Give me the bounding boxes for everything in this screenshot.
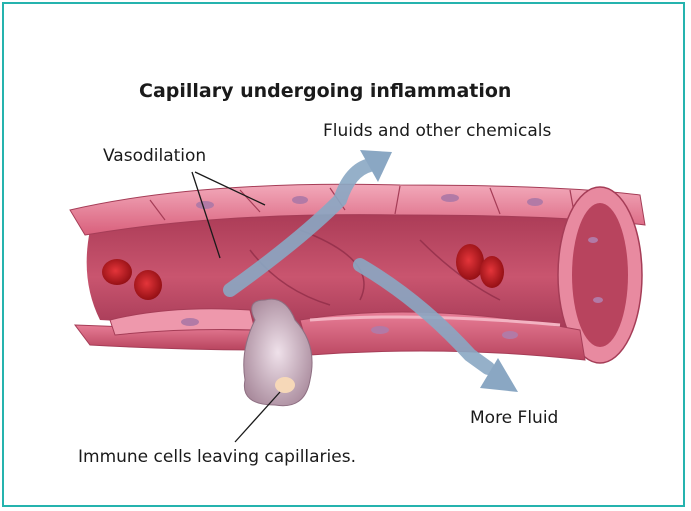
label-fluids-and-chemicals: Fluids and other chemicals: [323, 121, 551, 141]
label-vasodilation: Vasodilation: [103, 146, 206, 166]
label-immune-cells: Immune cells leaving capillaries.: [78, 447, 356, 467]
red-blood-cell-icon: [456, 244, 484, 280]
label-more-fluid: More Fluid: [470, 408, 558, 428]
red-blood-cell-icon: [480, 256, 504, 288]
red-blood-cell-icon: [134, 270, 162, 300]
red-blood-cell-icon: [102, 259, 132, 285]
